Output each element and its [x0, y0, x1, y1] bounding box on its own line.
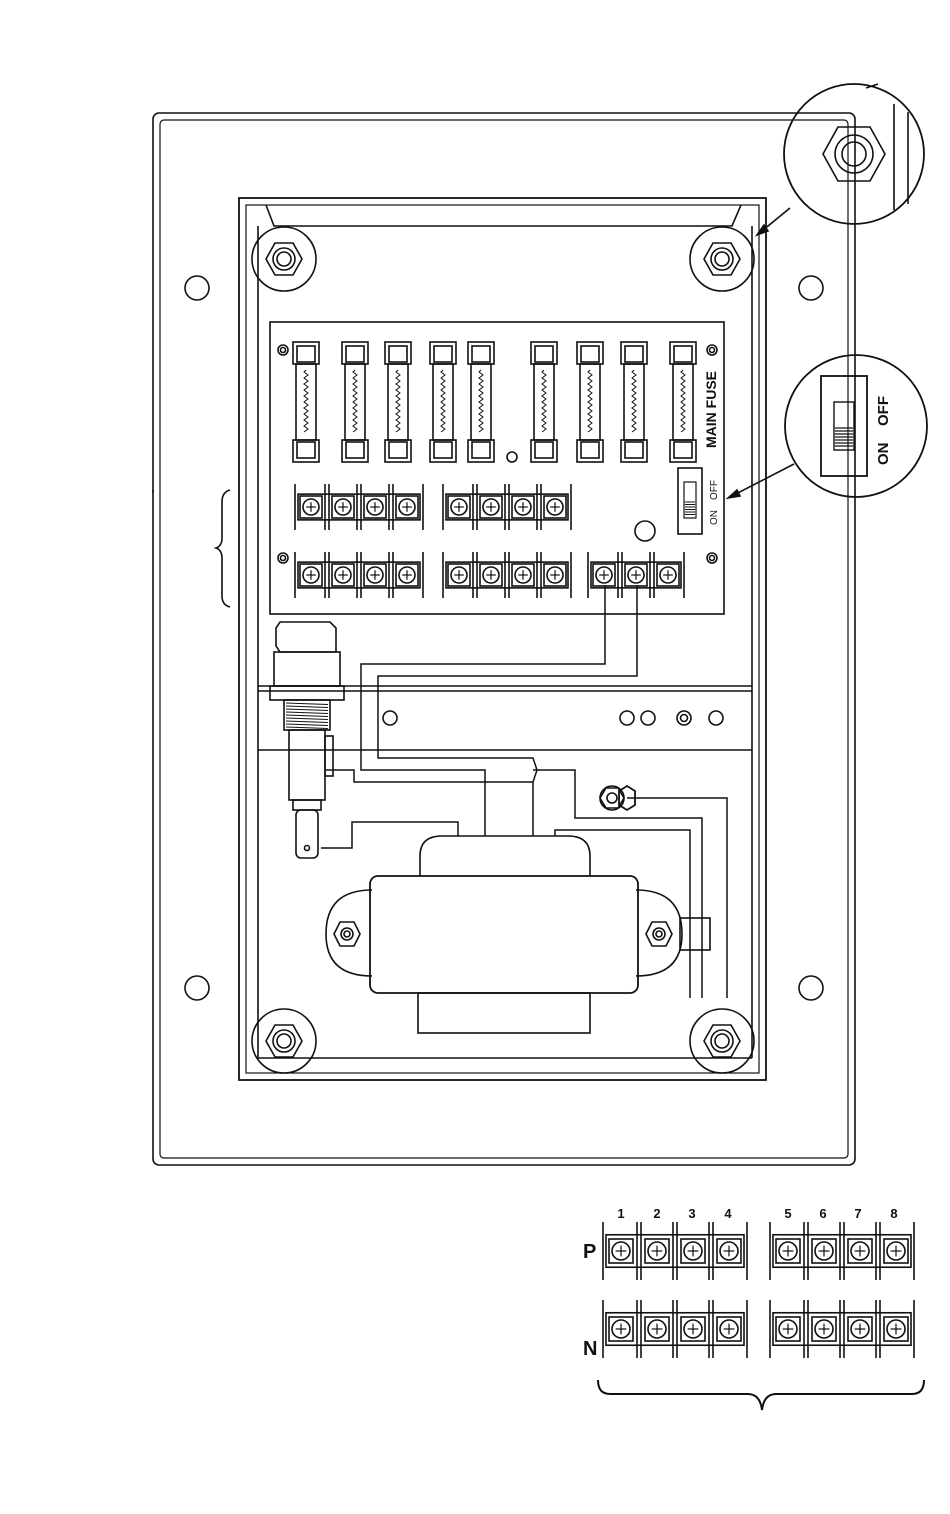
detail-strip-p1 [603, 1222, 747, 1280]
terminal-screw [448, 496, 470, 518]
fuse [385, 342, 411, 462]
terminal-screw [717, 1317, 741, 1341]
terminal-screw [776, 1239, 800, 1263]
nut-zoom-callout [757, 84, 924, 235]
terminal-screw [681, 1239, 705, 1263]
terminal-number: 8 [890, 1206, 897, 1221]
terminal-number: 2 [653, 1206, 660, 1221]
board-strip-n1 [295, 552, 423, 598]
terminal-screw [396, 564, 418, 586]
fuse [342, 342, 368, 462]
terminal-screw [396, 496, 418, 518]
board-strip-power [588, 552, 684, 598]
terminal-number: 4 [724, 1206, 732, 1221]
fuse [670, 342, 696, 462]
fuse [430, 342, 456, 462]
power-switch[interactable] [678, 468, 702, 534]
main-fuse-label: MAIN FUSE [703, 371, 719, 448]
board-strip-n2 [443, 552, 571, 598]
detail-strip-n1 [603, 1300, 747, 1358]
terminal-screw [448, 564, 470, 586]
zoom-off-label: OFF [875, 396, 892, 426]
terminal-screw [776, 1317, 800, 1341]
terminal-number: 1 [617, 1206, 624, 1221]
terminal-screw [512, 496, 534, 518]
fuse-row [293, 342, 696, 462]
terminal-screw [332, 564, 354, 586]
fuse [531, 342, 557, 462]
terminal-screw [364, 564, 386, 586]
terminal-screw [364, 496, 386, 518]
switch-off-label: OFF [709, 480, 720, 500]
terminal-screw [300, 496, 322, 518]
detail-strip-n2 [770, 1300, 914, 1358]
terminal-number: 7 [854, 1206, 861, 1221]
terminal-block-detail [603, 1222, 914, 1358]
board-terminal-strips [295, 484, 684, 598]
terminal-numbers: 1 2 3 4 5 6 7 8 [617, 1206, 897, 1221]
fuse [621, 342, 647, 462]
terminal-screw [512, 564, 534, 586]
fuse [468, 342, 494, 462]
wiring [321, 585, 727, 998]
terminal-screw [645, 1239, 669, 1263]
terminal-screw [609, 1239, 633, 1263]
terminal-screw [848, 1317, 872, 1341]
terminal-screw [480, 564, 502, 586]
terminal-screw [717, 1239, 741, 1263]
terminal-screw [812, 1317, 836, 1341]
terminal-screw [848, 1239, 872, 1263]
terminal-screw [681, 1317, 705, 1341]
terminal-screw [884, 1239, 908, 1263]
detail-strip-p2 [770, 1222, 914, 1280]
terminal-screw [300, 564, 322, 586]
nut-top-left [252, 227, 316, 291]
terminal-screw [884, 1317, 908, 1341]
zoom-on-label: ON [875, 443, 892, 466]
terminal-screw [480, 496, 502, 518]
terminal-number: 5 [784, 1206, 791, 1221]
nut-top-right [690, 227, 754, 291]
row-p-label: P [583, 1241, 596, 1263]
board-strip-p2 [443, 484, 571, 530]
din-rail [258, 686, 752, 750]
switch-zoom-callout [785, 355, 927, 497]
fuse [577, 342, 603, 462]
nut-bottom-left [252, 1009, 316, 1073]
terminal-screw [544, 496, 566, 518]
mounting-plate [239, 198, 766, 1080]
transformer [326, 836, 710, 1033]
terminal-screw [593, 564, 615, 586]
fuse [293, 342, 319, 462]
switch-on-label: ON [709, 510, 720, 525]
left-bracket [153, 490, 230, 607]
terminal-screw [609, 1317, 633, 1341]
terminal-screw [645, 1317, 669, 1341]
row-n-label: N [583, 1338, 597, 1360]
board-strip-p1 [295, 484, 423, 530]
terminal-screw [544, 564, 566, 586]
terminal-screw [657, 564, 679, 586]
terminal-number: 6 [819, 1206, 826, 1221]
terminal-screw [625, 564, 647, 586]
fuse-holder [270, 622, 344, 858]
terminal-screw [332, 496, 354, 518]
terminal-number: 3 [688, 1206, 695, 1221]
nut-bottom-right [690, 1009, 754, 1073]
terminal-screw [812, 1239, 836, 1263]
terminal-brace [598, 1380, 924, 1410]
